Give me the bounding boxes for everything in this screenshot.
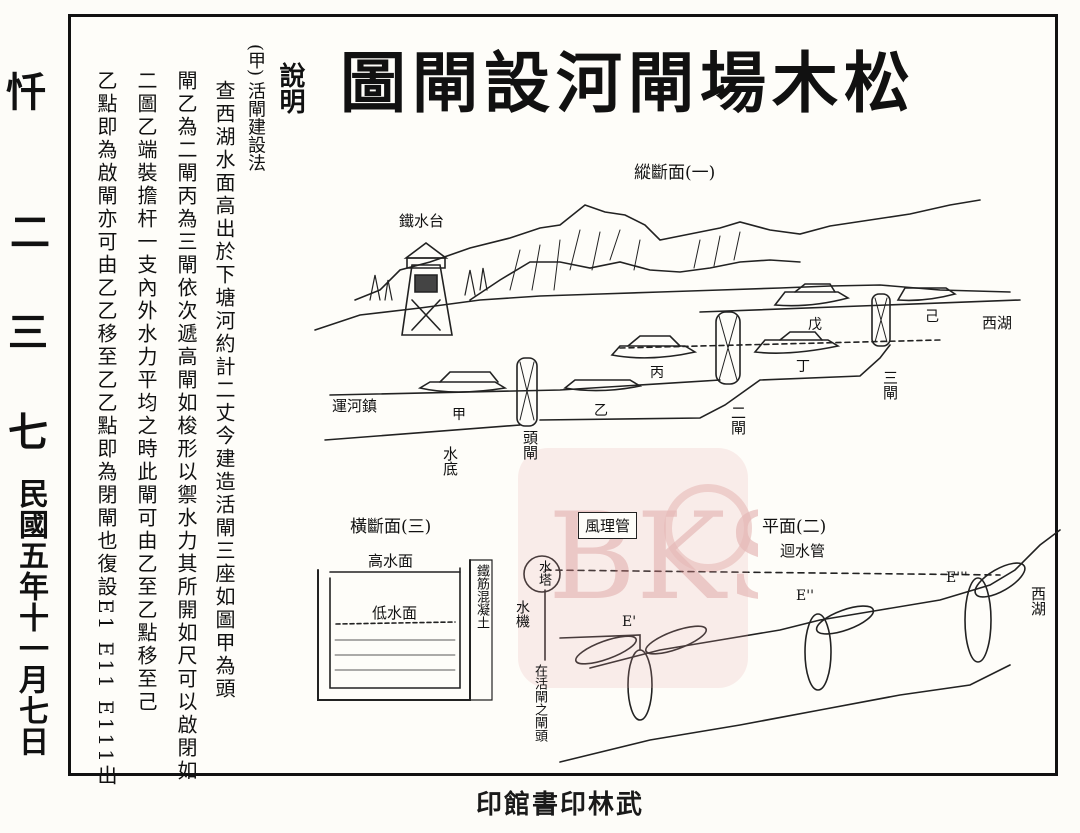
- boat-b: [563, 379, 643, 392]
- gate-1-shape: [516, 357, 538, 427]
- plate-title: 松木場閘河設閘圖: [340, 44, 916, 122]
- margin-date: 民國五年十一月七日: [13, 478, 48, 757]
- label-return-pipe: 迴水管: [780, 542, 826, 560]
- trees: [369, 267, 488, 301]
- label-boat-f: 己: [925, 309, 939, 325]
- cross-section-hatch: [334, 639, 456, 671]
- boat-e: [773, 291, 851, 307]
- explanation-header: 說明: [275, 62, 305, 114]
- plan-water-tower-circle: [523, 555, 561, 593]
- label-water-bottom: 水底: [441, 446, 459, 476]
- boat-a: [417, 381, 508, 393]
- label-boat-a: 甲: [452, 407, 466, 423]
- label-tower: 鐵水台: [399, 212, 445, 230]
- label-gate-position: 在活閘之閘頭: [532, 664, 547, 742]
- label-e1: E': [622, 614, 637, 630]
- label-canal: 運河鎮: [332, 397, 378, 415]
- label-water-pump: 水機: [514, 600, 530, 628]
- plan-pipe: [544, 589, 641, 661]
- water-level-low: [329, 379, 721, 396]
- label-low-water: 低水面: [372, 604, 418, 622]
- cross-section-inner: [329, 567, 461, 689]
- plan-bank-upper: [589, 529, 1061, 669]
- plan-gate-2: [804, 605, 875, 691]
- cross-section-right-pier: [469, 559, 493, 701]
- explanation-subheader: (甲) 活閘建設法: [245, 44, 266, 172]
- boat-c-cabin: [627, 335, 681, 347]
- boat-a-cabin: [439, 371, 499, 383]
- channel-bottom: [539, 344, 891, 421]
- boat-f: [896, 287, 957, 302]
- boat-c: [610, 345, 698, 359]
- section-1-title: 縱斷面(一): [634, 163, 716, 183]
- label-e3: E''': [946, 570, 968, 586]
- label-boat-c: 丙: [650, 365, 664, 381]
- printer-imprint: 武林印書館印: [476, 790, 645, 820]
- label-manager: 風理管: [578, 512, 638, 539]
- label-west-lake-plan: 西湖: [1029, 586, 1047, 616]
- label-high-water: 高水面: [368, 552, 414, 570]
- gate-3-shape: [871, 293, 891, 347]
- plan-gate-1: [574, 625, 708, 721]
- label-west-lake: 西湖: [982, 314, 1013, 332]
- mountain-hatch: [509, 229, 741, 291]
- gate-2-shape: [715, 311, 741, 385]
- observation-tower: [401, 242, 453, 336]
- boat-e-cabin: [794, 283, 836, 293]
- label-gate-1: 頭閘: [521, 430, 539, 460]
- plate-frame: [68, 14, 1058, 776]
- margin-glyph-1: 忏: [6, 69, 46, 116]
- section-2-title: 平面(二): [762, 517, 827, 537]
- plan-dashed-line: [544, 569, 1001, 576]
- channel-floor: [324, 424, 521, 441]
- explanation-column-4: 乙點即為啟閘亦可由乙乙移至乙乙點即為閉閘也復設E1 E11 E111出: [94, 70, 118, 788]
- boat-d: [753, 339, 841, 354]
- plan-gate-3: [964, 562, 1026, 663]
- explanation-column-2: 閘乙為二閘丙為三閘依次遞高閘如梭形以禦水力其所開如尺可以啟閉如: [174, 70, 198, 783]
- water-level-upper: [699, 299, 1021, 313]
- section-3-title: 橫斷面(三): [350, 517, 432, 537]
- explanation-column-3: 二圖乙端裝擔杆一支內外水力平均之時此閘可由乙至乙點移至己: [134, 70, 158, 714]
- label-e2: E'': [796, 588, 814, 604]
- boat-d-cabin: [779, 331, 823, 341]
- margin-glyph-4: 七: [8, 409, 48, 456]
- explanation-column-1: 查西湖水面高出於下塘河約計二丈今建造活閘三座如圖甲為頭: [212, 80, 236, 701]
- mountain-range: [354, 199, 981, 301]
- label-boat-b: 乙: [594, 403, 608, 419]
- label-boat-e: 戊: [808, 317, 822, 333]
- margin-glyph-2: 二: [10, 209, 50, 256]
- plan-bank-lower: [559, 664, 1011, 763]
- label-gate-3: 三閘: [881, 370, 899, 400]
- cross-section-outline: [317, 559, 471, 701]
- margin-glyph-3: 三: [8, 309, 48, 356]
- label-water-tower: 水塔: [536, 560, 551, 586]
- cross-section-low-water: [335, 621, 456, 625]
- label-boat-d: 丁: [796, 359, 810, 375]
- label-gate-2: 二閘: [729, 405, 747, 435]
- label-rebar: 鐵筋混凝土: [474, 564, 489, 629]
- left-margin-strip: 忏 二 三 七 民國五年十一月七日: [0, 0, 58, 833]
